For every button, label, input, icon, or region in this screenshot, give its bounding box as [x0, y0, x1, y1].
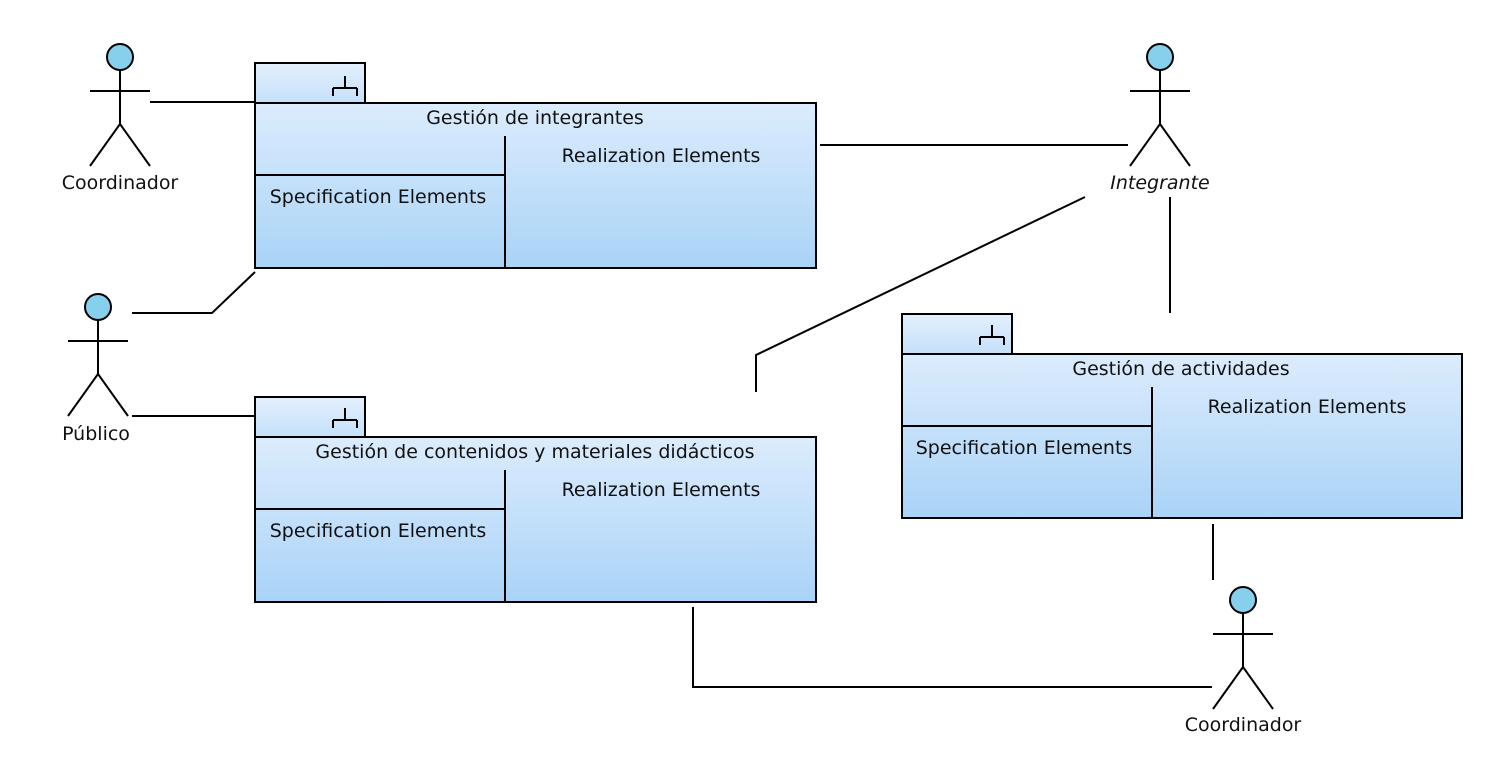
actor-head [84, 293, 112, 321]
actor-figure [67, 320, 129, 417]
actor-head [1229, 586, 1257, 614]
association-gestion-contenidos-coordinador[interactable] [692, 607, 1212, 688]
actor-figure [1129, 70, 1191, 167]
actor-coordinador-bottom[interactable]: Coordinador [1185, 586, 1302, 736]
actor-name: Público [62, 423, 130, 445]
actor-figure [89, 70, 151, 167]
package-gestion-integrantes[interactable]: Gestión de integrantes Realization Eleme… [254, 62, 817, 269]
realization-elements-label: Realization Elements [562, 145, 761, 167]
subsystem-icon [979, 325, 1005, 345]
actor-coordinador-top[interactable]: Coordinador [62, 43, 179, 194]
actor-head [1146, 43, 1174, 71]
package-title: Gestión de integrantes [426, 107, 644, 129]
package-body [901, 353, 1463, 519]
realization-elements-label: Realization Elements [1208, 396, 1407, 418]
package-tab [254, 62, 366, 104]
package-gestion-contenidos[interactable]: Gestión de contenidos y materiales didác… [254, 396, 817, 603]
association-gestion-contenidos-integrante[interactable] [755, 196, 1086, 392]
subsystem-icon [332, 408, 358, 428]
subsystem-icon [332, 76, 358, 96]
actor-name: Coordinador [1185, 714, 1302, 736]
package-tab [254, 396, 366, 438]
actor-name: Coordinador [62, 172, 179, 194]
package-gestion-actividades[interactable]: Gestión de actividades Realization Eleme… [901, 313, 1463, 519]
package-body [254, 436, 817, 603]
specification-elements-label: Specification Elements [270, 186, 487, 208]
package-body [254, 102, 817, 269]
actor-name: Integrante [1110, 172, 1209, 194]
specification-elements-label: Specification Elements [270, 520, 487, 542]
package-title: Gestión de actividades [1072, 358, 1289, 380]
connectors [132, 101, 1214, 688]
package-title: Gestión de contenidos y materiales didác… [315, 441, 754, 463]
actor-figure [1212, 613, 1274, 710]
specification-elements-label: Specification Elements [916, 437, 1133, 459]
realization-elements-label: Realization Elements [562, 479, 761, 501]
actor-publico[interactable]: Público [62, 293, 130, 445]
association-publico-gestion-integrantes[interactable] [132, 271, 256, 314]
package-tab [901, 313, 1013, 355]
actor-head [106, 43, 134, 71]
actor-integrante[interactable]: Integrante [1110, 43, 1210, 194]
